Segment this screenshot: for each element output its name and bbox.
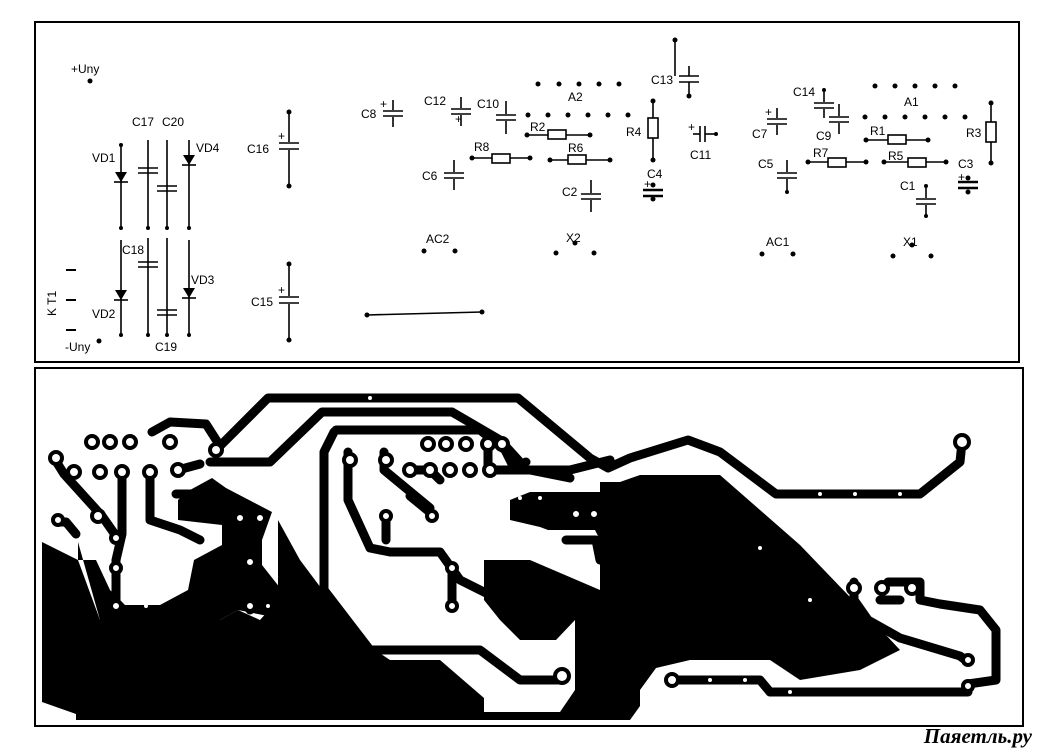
label-c5: C5 [758,157,774,171]
label-c1: C1 [900,179,916,193]
label-c13: C13 [651,73,673,87]
label-c14: C14 [793,85,815,99]
label-vd3: VD3 [191,273,215,287]
label-c11: C11 [690,148,711,162]
label-ac2: AC2 [426,232,450,246]
svg-text:+: + [278,283,285,297]
svg-text:+: + [958,170,965,184]
label-c3: C3 [958,157,974,171]
svg-text:+: + [380,97,387,111]
label-a2: A2 [568,90,583,104]
label-c18: C18 [122,243,144,257]
label-kt1: K T1 [45,291,59,316]
label-x2: X2 [566,231,581,245]
label-r6: R6 [568,141,584,155]
label-r2: R2 [530,120,546,134]
label-vd2: VD2 [92,307,116,321]
label-ac1: AC1 [766,235,790,249]
label-c4: C4 [647,167,663,181]
svg-text:+: + [688,120,695,134]
label-uny-neg: -Uny [65,340,90,354]
label-c6: C6 [422,169,438,183]
watermark: Паяетль.ру [923,724,1032,748]
svg-text:+: + [765,105,772,119]
label-c7: C7 [752,127,768,141]
label-c17: C17 [132,115,154,129]
label-c15: C15 [251,295,273,309]
pcb-copper-panel [34,367,1024,727]
label-c12: C12 [424,94,446,108]
label-a1: A1 [904,95,919,109]
label-r8: R8 [474,140,490,154]
label-c16: C16 [247,142,269,156]
svg-text:+: + [455,112,462,126]
label-r5: R5 [888,149,904,163]
label-r7: R7 [813,146,829,160]
label-x1: X1 [903,235,918,249]
label-c10: C10 [477,97,499,111]
label-vd1: VD1 [92,151,116,165]
label-r4: R4 [626,125,642,139]
label-uny-pos: +Uny [71,62,99,76]
component-placement-panel: + + + + + + + + +Uny -Uny K T1 VD1 VD2 VD3 V… [34,21,1020,363]
label-r1: R1 [870,124,886,138]
label-c8: C8 [361,107,377,121]
label-r3: R3 [966,126,982,140]
label-vd4: VD4 [196,141,220,155]
label-c2: C2 [562,185,578,199]
label-c19: C19 [155,340,177,354]
label-c9: C9 [816,129,832,143]
svg-text:+: + [278,129,285,143]
label-c20: C20 [162,115,184,129]
svg-text:+: + [644,177,651,191]
